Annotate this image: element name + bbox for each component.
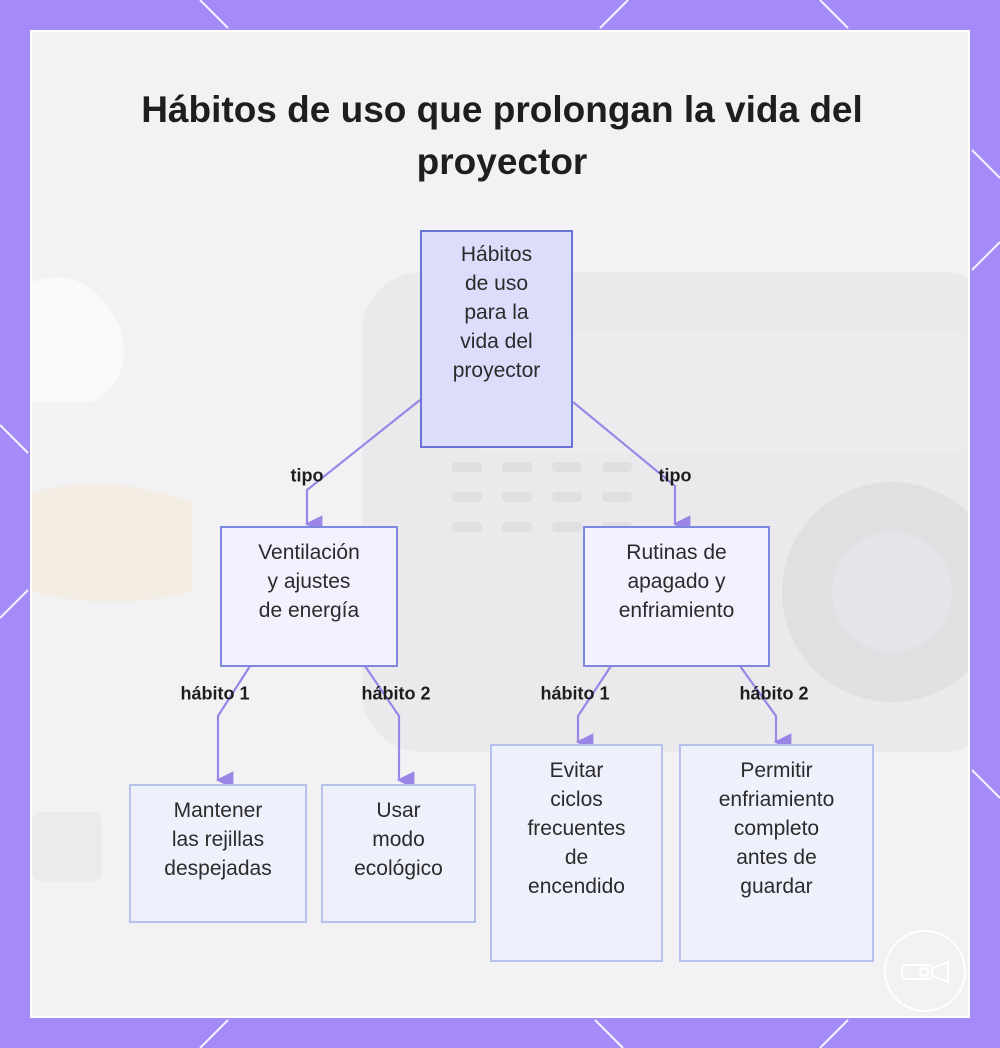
edge-label-right-leaf4: hábito 2 [739,683,809,704]
edge-label-right-leaf3: hábito 1 [540,683,610,704]
edge-label-root-right: tipo [658,465,692,486]
edge-right-leaf4 [739,665,792,751]
node-root: Hábitos de uso para la vida del proyecto… [420,230,573,448]
edge-left-leaf2 [364,665,415,789]
edge-root-right [572,401,691,533]
diagram-card: Hábitos de uso que prolongan la vida del… [30,30,970,1018]
node-modo-ecologico: Usar modo ecológico [321,784,476,923]
projector-logo-icon [884,930,966,1012]
edge-right-leaf3 [575,665,612,751]
edge-left-leaf1 [215,665,251,789]
background-photo [32,272,968,882]
edge-root-left [304,399,421,533]
diagram-title: Hábitos de uso que prolongan la vida del… [141,89,863,182]
node-ventilacion: Ventilación y ajustes de energía [220,526,398,667]
edge-label-left-leaf1: hábito 1 [180,683,250,704]
node-evitar-ciclos: Evitar ciclos frecuentes de encendido [490,744,663,962]
node-permitir-enfriamiento: Permitir enfriamiento completo antes de … [679,744,874,962]
edge-label-root-left: tipo [290,465,324,486]
edge-label-left-leaf2: hábito 2 [361,683,431,704]
node-rutinas: Rutinas de apagado y enfriamiento [583,526,770,667]
node-mantener-rejillas: Mantener las rejillas despejadas [129,784,307,923]
connector-lines [215,399,792,789]
